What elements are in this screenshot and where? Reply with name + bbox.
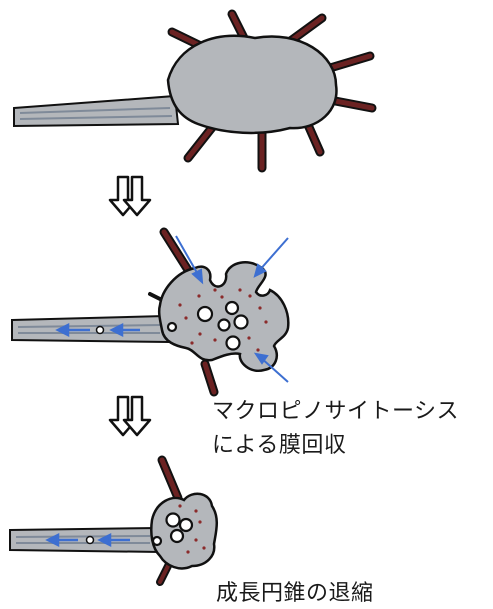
stage-1-cone-body bbox=[168, 36, 336, 133]
stage-3-collapsed-growth-cone bbox=[10, 460, 217, 582]
growth-cone-collapse-label: 成長円錐の退縮 bbox=[216, 575, 374, 607]
down-arrow-1 bbox=[110, 177, 150, 215]
macropinocytosis-label-line-1: マクロピノサイトーシス bbox=[212, 393, 459, 425]
stage-2-axon-vesicle bbox=[97, 327, 104, 334]
macropinocytosis-label-line-2: による膜回収 bbox=[212, 427, 346, 459]
stage-2-cone-body bbox=[159, 262, 288, 370]
down-arrow-2 bbox=[110, 397, 150, 435]
stage-3-axon bbox=[10, 528, 160, 552]
stage-1-intact-growth-cone bbox=[14, 14, 372, 168]
stage-3-axon-vesicle bbox=[87, 537, 94, 544]
stage-2-macropinocytosis bbox=[12, 232, 288, 392]
